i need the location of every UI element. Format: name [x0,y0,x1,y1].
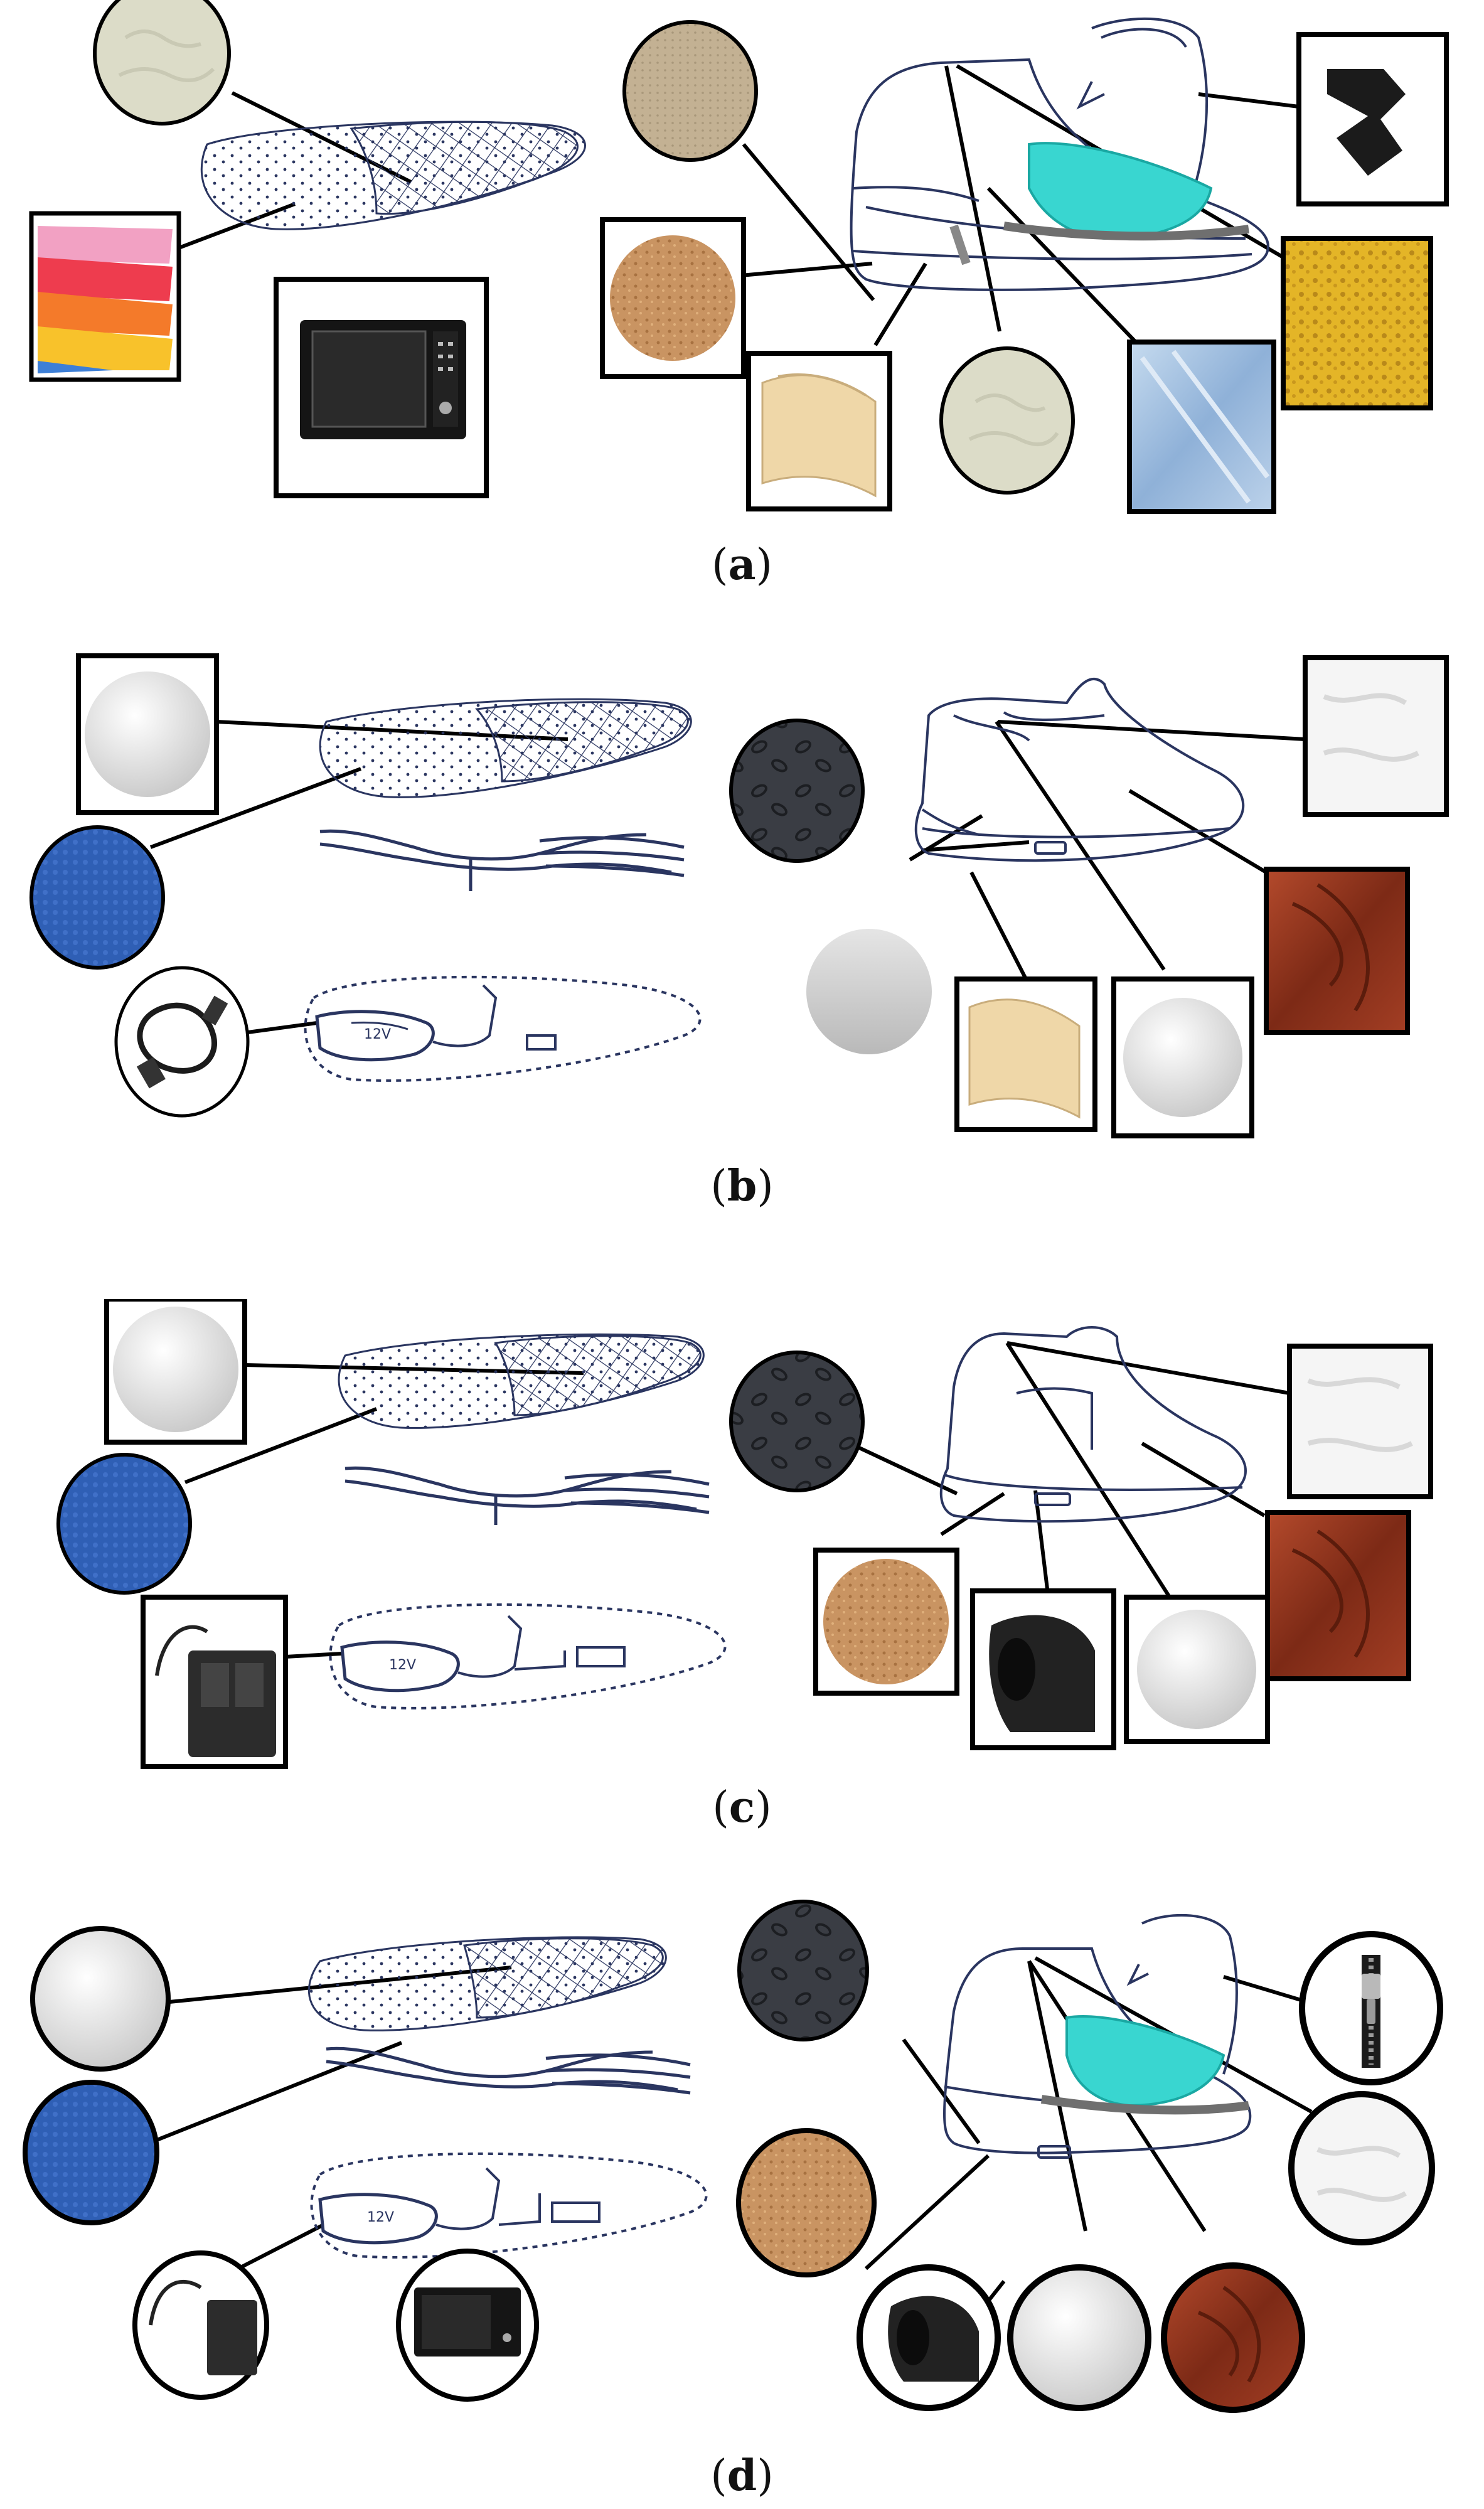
black-rubber-sheet-swatch [857,2264,1001,2411]
insole-sketch [319,698,692,798]
battery-insole-sketch [304,975,702,1082]
black-rubber-sheet-swatch [970,1588,1116,1750]
beige-mesh-swatch [622,20,758,162]
panel-a-label: a [728,540,756,590]
rust-fabric-swatch [1265,1510,1411,1681]
yellow-sponge-swatch [1281,236,1433,410]
svg-text:12V: 12V [367,2210,394,2225]
panel-d-label: d [727,2451,757,2501]
velcro-strap-icon [1296,32,1449,206]
cream-foam-swatch-2 [939,346,1075,495]
sneaker-sketch-b [914,677,1245,862]
rust-fabric-swatch [1161,2262,1305,2413]
rust-fabric-swatch [1264,867,1410,1035]
battery-charger-icon [132,2250,269,2400]
white-foam-swatch-2 [1007,2264,1151,2411]
battery-pack-icon: 12V [315,984,557,1062]
panel-a-caption: (a) [711,540,773,590]
cork-swatch [736,2128,877,2277]
zipper-icon [1299,1931,1443,2085]
leather-sheet-swatch [954,976,1097,1132]
heating-wire-icon [326,2046,691,2095]
insole-sketch [308,1936,667,2031]
grey-disc-swatch [806,929,932,1054]
insole-sketch [338,1333,705,1429]
heating-wire-icon [319,829,685,891]
panel-c: 12V [0,1299,1484,1864]
battery-insole-sketch [310,2152,708,2259]
blue-fabric-swatch [29,825,165,970]
cyan-gel-pad [1065,2015,1225,2107]
battery-pack-icon: 12V [318,2167,601,2245]
white-foam-swatch [104,1299,247,1445]
white-fleece-swatch [1287,1344,1433,1499]
dark-rubber-swatch [729,719,865,863]
cork-swatch [600,217,746,379]
panel-a-drawing [29,0,1449,514]
white-foam-swatch [30,1926,171,2072]
svg-text:12V: 12V [389,1657,416,1673]
panel-b-label: b [727,1161,757,1211]
panel-d-caption: (d) [710,2451,774,2501]
cork-swatch [813,1548,959,1696]
dark-rubber-swatch [729,1351,865,1492]
heating-wire-icon [344,1466,710,1525]
panel-b: 12V [0,646,1484,1249]
white-fleece-swatch [1288,2091,1435,2245]
panel-d: 12V [0,1898,1484,2509]
battery-insole-sketch [329,1603,727,1709]
microwave-oven-icon [396,2249,539,2402]
dark-rubber-swatch [737,1900,869,2041]
blue-fabric-swatch [23,2080,159,2225]
heel-insert [1003,222,1249,241]
cream-foam-swatch [93,0,231,126]
panel-c-label: c [729,1782,755,1832]
panel-a: (a) [0,0,1484,602]
svg-text:12V: 12V [364,1027,391,1042]
heel-insert [1040,2095,1249,2115]
white-foam-swatch-2 [1111,976,1254,1138]
panel-c-drawing: 12V [56,1299,1433,1769]
white-fleece-swatch [1303,655,1449,817]
insole-sketch [200,120,586,230]
white-foam-swatch-2 [1124,1595,1270,1744]
panel-b-caption: (b) [710,1161,774,1211]
white-foam-swatch [76,653,219,815]
microwave-oven-icon [274,277,489,498]
panel-a-connectors-right [734,64,1300,346]
cyan-gel-pad [1028,142,1213,240]
panel-c-caption: (c) [712,1782,772,1832]
battery-charger-icon [141,1595,288,1769]
colored-felt-sheets-icon [29,211,181,382]
usb-cable-icon [114,966,250,1118]
light-blue-fabric-swatch [1127,340,1276,514]
panel-d-drawing: 12V [23,1900,1443,2413]
panel-b-drawing: 12V [29,653,1449,1138]
leather-sheet-swatch [746,351,892,511]
blue-fabric-swatch [56,1453,192,1595]
sneaker-sketch-c [939,1326,1247,1523]
battery-pack-icon: 12V [340,1615,626,1693]
